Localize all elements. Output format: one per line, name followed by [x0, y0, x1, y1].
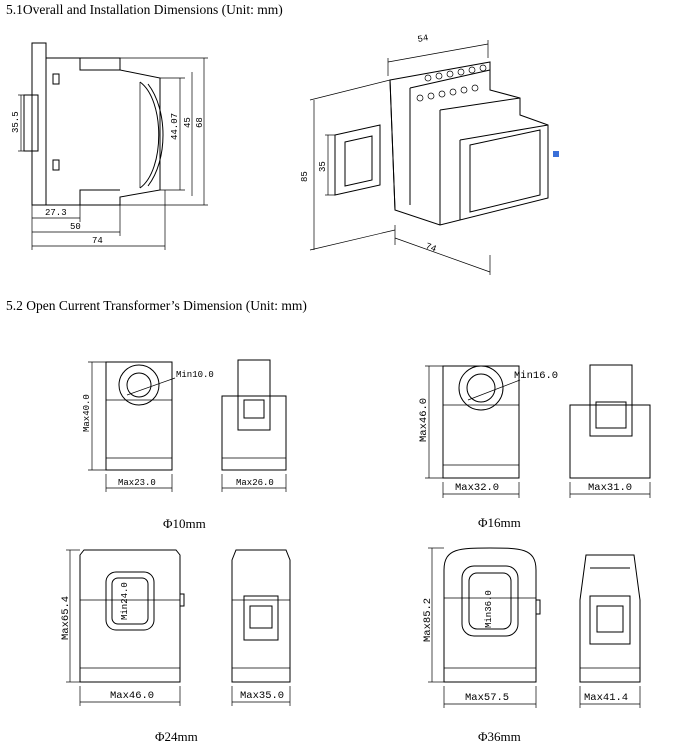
ct10-width: Max23.0	[118, 478, 156, 488]
ct24-width: Max46.0	[110, 690, 154, 702]
dim-h2: 45	[183, 117, 193, 128]
ct16-side: Max31.0	[588, 482, 632, 494]
ct36-hole: Min36.0	[484, 590, 494, 628]
ct36-height: Max85.2	[422, 598, 434, 642]
section-heading-overall: 5.1Overall and Installation Dimensions (…	[6, 2, 283, 17]
caption-ct36: Φ36mm	[478, 729, 521, 744]
dim-w1: 27.3	[45, 208, 67, 218]
ct24-height: Max65.4	[60, 596, 72, 640]
ct24-hole: Min24.0	[120, 582, 130, 620]
dim-iso-top: 54	[417, 33, 429, 45]
ct-36-drawing: Min36.0 Max85.2 Max57.5 Max41.4	[422, 547, 641, 708]
ct-24-drawing: Min24.0 Max65.4 Max46.0 Max35.0	[60, 549, 291, 706]
meter-front-view: 44.07 45 68 35.5 27.3 50 74	[11, 42, 208, 250]
dim-iso-rail: 35	[318, 161, 328, 172]
caption-ct16: Φ16mm	[478, 515, 521, 530]
ct-10-drawing: Min10.0 Max40.0 Max23.0 Max26.0	[82, 359, 287, 492]
ct16-width: Max32.0	[455, 482, 499, 494]
ct10-side: Max26.0	[236, 478, 274, 488]
ct16-hole: Min16.0	[514, 370, 558, 382]
dim-h3: 68	[195, 117, 205, 128]
dim-iso-depth: 74	[424, 241, 438, 254]
dim-w2: 50	[70, 222, 81, 232]
ct10-hole: Min10.0	[176, 370, 214, 380]
dim-w3: 74	[92, 236, 103, 246]
blue-marker	[553, 151, 559, 157]
ct24-side: Max35.0	[240, 690, 284, 702]
caption-ct24: Φ24mm	[155, 729, 198, 744]
ct16-height: Max46.0	[418, 398, 430, 442]
dim-h1: 44.07	[170, 113, 180, 140]
section-heading-ct: 5.2 Open Current Transformer’s Dimension…	[6, 298, 307, 313]
ct-16-drawing: Min16.0 Max46.0 Max32.0 Max31.0	[418, 364, 651, 498]
ct36-width: Max57.5	[465, 692, 509, 704]
dim-iso-height: 85	[300, 171, 310, 182]
ct36-side: Max41.4	[584, 692, 628, 704]
meter-iso-view: 54 85 35 74	[300, 33, 549, 275]
caption-ct10: Φ10mm	[163, 516, 206, 531]
ct10-height: Max40.0	[82, 394, 92, 432]
dim-rail-front: 35.5	[11, 111, 21, 133]
